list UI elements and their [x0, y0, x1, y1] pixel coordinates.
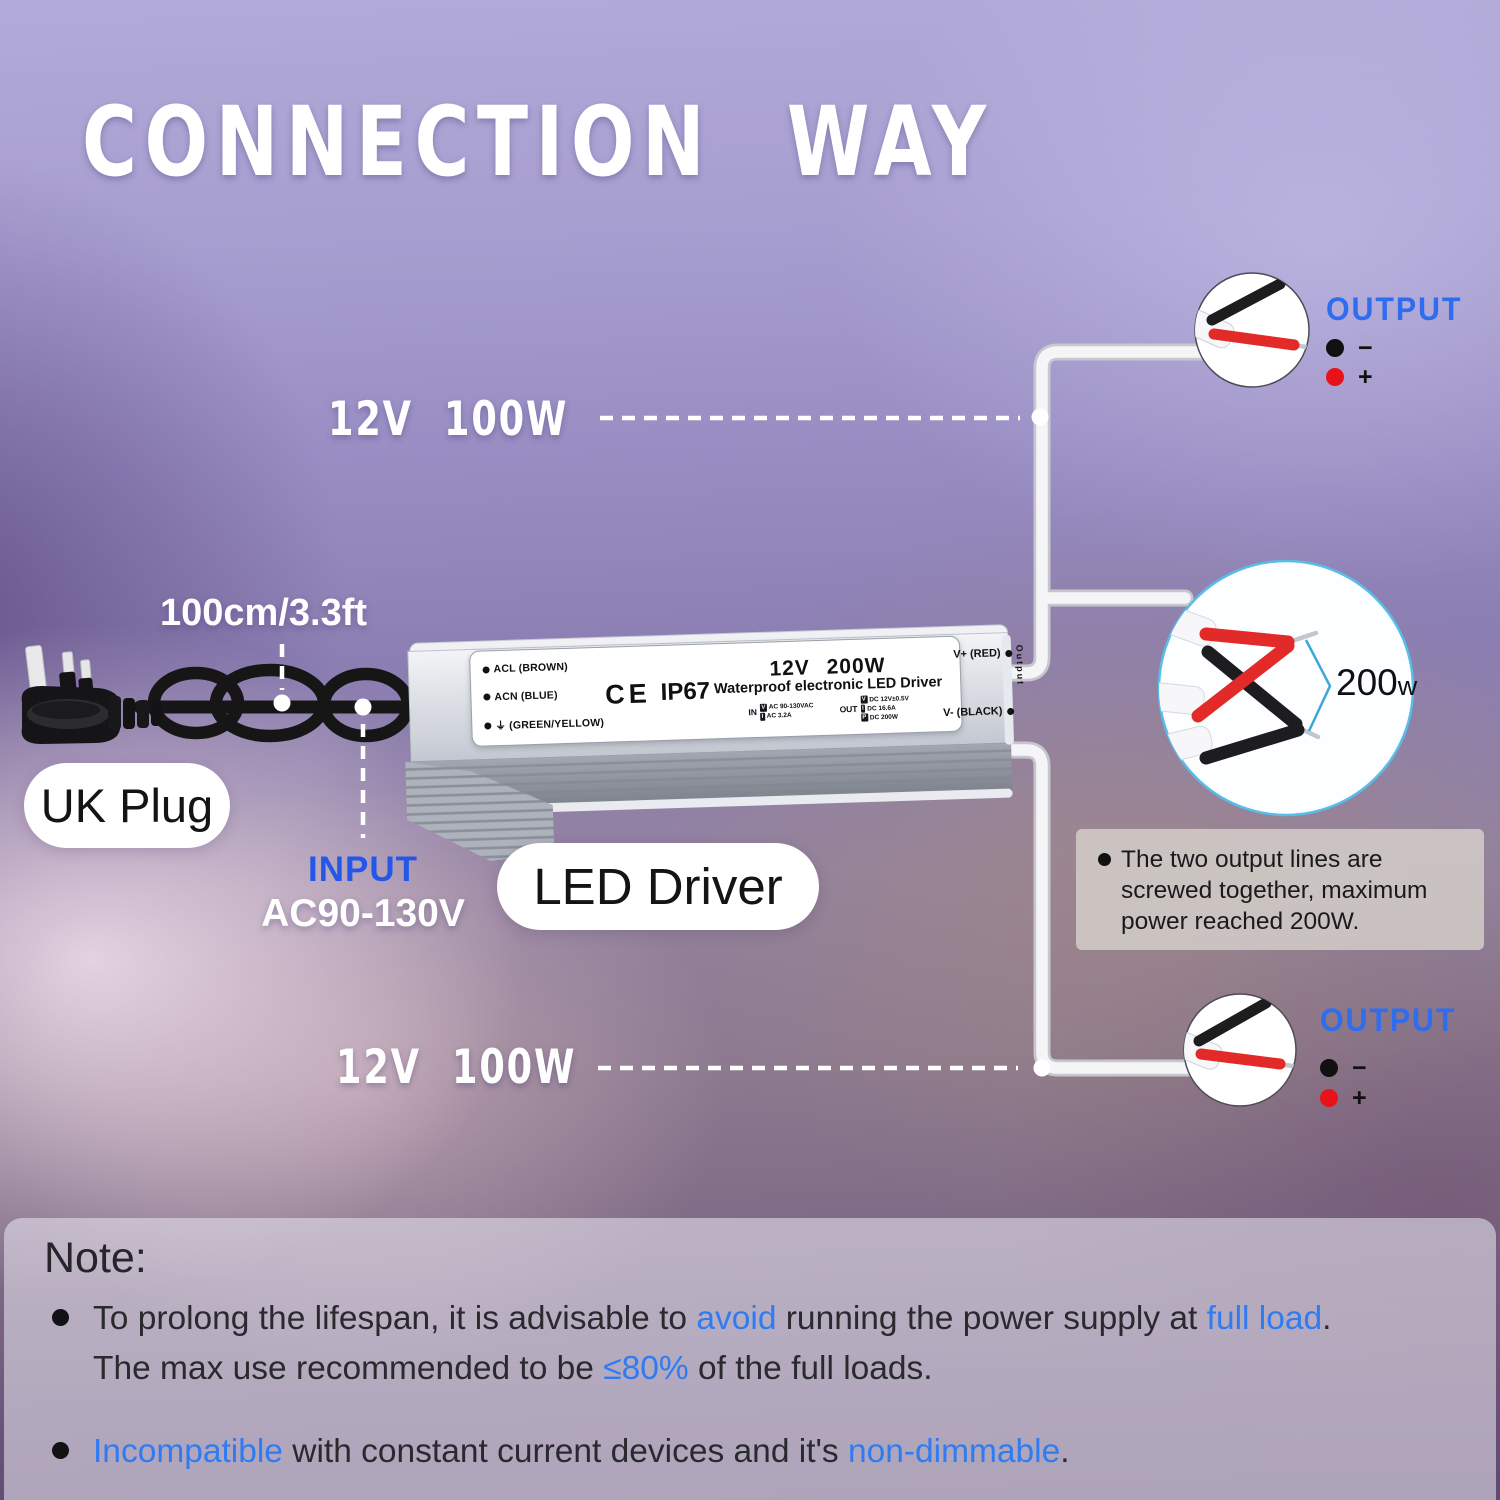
bullet-dot [52, 1442, 69, 1459]
output-side-text: Output [1014, 644, 1026, 687]
bullet-dot [1098, 853, 1111, 866]
in-label: IN [748, 707, 758, 718]
uk-plug-label-text: UK Plug [40, 779, 214, 832]
input-voltage-label: AC90-130V [261, 892, 465, 935]
spec-value: DC 16.6A [867, 704, 896, 713]
input-title: INPUT [308, 850, 418, 889]
ce-mark: CE [604, 677, 652, 710]
spec-chip: I [759, 712, 765, 721]
minus-sign: − [1358, 333, 1373, 362]
out-label: OUT [839, 704, 858, 715]
black-wire-dot [1320, 1059, 1338, 1077]
terminal-acl: ACL (BROWN) [493, 660, 569, 676]
bottom-output-rating-label: 12V 100W [336, 1040, 577, 1095]
red-wire-dot [1326, 368, 1344, 386]
v-plus-label: V+ (RED) [953, 647, 1001, 661]
negative-wire-legend-top: − [1326, 335, 1373, 361]
black-wire-dot [1326, 339, 1344, 357]
terminal-dot [1007, 707, 1015, 715]
terminal-dot [1005, 649, 1013, 657]
output-zoom-circle-top [1194, 272, 1310, 388]
leader-dots [273, 408, 1051, 1077]
minus-sign: − [1352, 1053, 1367, 1082]
max-power-unit: w [1397, 671, 1418, 701]
led-driver-label-text: LED Driver [533, 858, 783, 915]
spec-chip: V [860, 696, 868, 705]
spec-chip: V [759, 703, 767, 712]
plus-sign: + [1352, 1083, 1367, 1112]
terminal-dot [482, 665, 490, 674]
spec-value: AC 3.2A [766, 712, 792, 721]
note-item-text: To prolong the lifespan, it is advisable… [93, 1300, 1332, 1387]
note-title: Note: [44, 1234, 147, 1282]
max-power-value: 200 [1336, 662, 1398, 703]
output-wires [979, 343, 1219, 1077]
page-title: CONNECTION WAY [82, 86, 994, 198]
uk-plug-label: UK Plug [24, 763, 230, 848]
spec-chip: I [860, 705, 866, 714]
positive-wire-legend-bottom: + [1320, 1085, 1367, 1111]
cable-length-label: 100cm/3.3ft [160, 592, 368, 634]
joined-wires-zoom-circle [1157, 559, 1415, 817]
leader-lines [279, 415, 1020, 1071]
terminal-dot [483, 693, 491, 701]
terminal-list: ACL (BROWN) ACN (BLUE) ⏚ (GREEN/YELLOW) [470, 648, 605, 746]
top-output-rating-label: 12V 100W [328, 392, 569, 447]
spec-value: DC 12V±0.5V [869, 695, 910, 704]
max-power-label: 200w [1336, 662, 1417, 704]
driver-spec-panel: ACL (BROWN) ACN (BLUE) ⏚ (GREEN/YELLOW) … [469, 635, 1026, 747]
uk-plug-illustration [21, 645, 161, 744]
positive-wire-legend-top: + [1326, 364, 1373, 390]
spec-value: DC 200W [869, 713, 899, 722]
plus-sign: + [1358, 362, 1373, 391]
terminal-ground: ⏚ (GREEN/YELLOW) [495, 716, 605, 733]
bullet-dot [52, 1309, 69, 1326]
note-panel [4, 1218, 1496, 1500]
ip67-rating: IP67 [660, 677, 711, 706]
spec-chip: P [860, 713, 868, 723]
spec-value: AC 90-130VAC [768, 702, 814, 712]
note-item-lifespan: To prolong the lifespan, it is advisable… [52, 1294, 1472, 1394]
output-label-bottom: OUTPUT [1320, 1002, 1457, 1038]
terminal-dot [484, 722, 492, 730]
terminal-acn: ACN (BLUE) [494, 688, 558, 703]
note-item-text: Incompatible with constant current devic… [93, 1433, 1070, 1470]
negative-wire-legend-bottom: − [1320, 1055, 1367, 1081]
output-zoom-circle-bottom [1183, 993, 1297, 1107]
led-driver-label: LED Driver [497, 843, 819, 930]
output-label-top: OUTPUT [1326, 291, 1463, 327]
v-minus-label: V- (BLACK) [942, 705, 1003, 720]
note-item-compatibility: Incompatible with constant current devic… [52, 1427, 1472, 1477]
red-wire-dot [1320, 1089, 1338, 1107]
callout-bracket [1304, 639, 1332, 732]
